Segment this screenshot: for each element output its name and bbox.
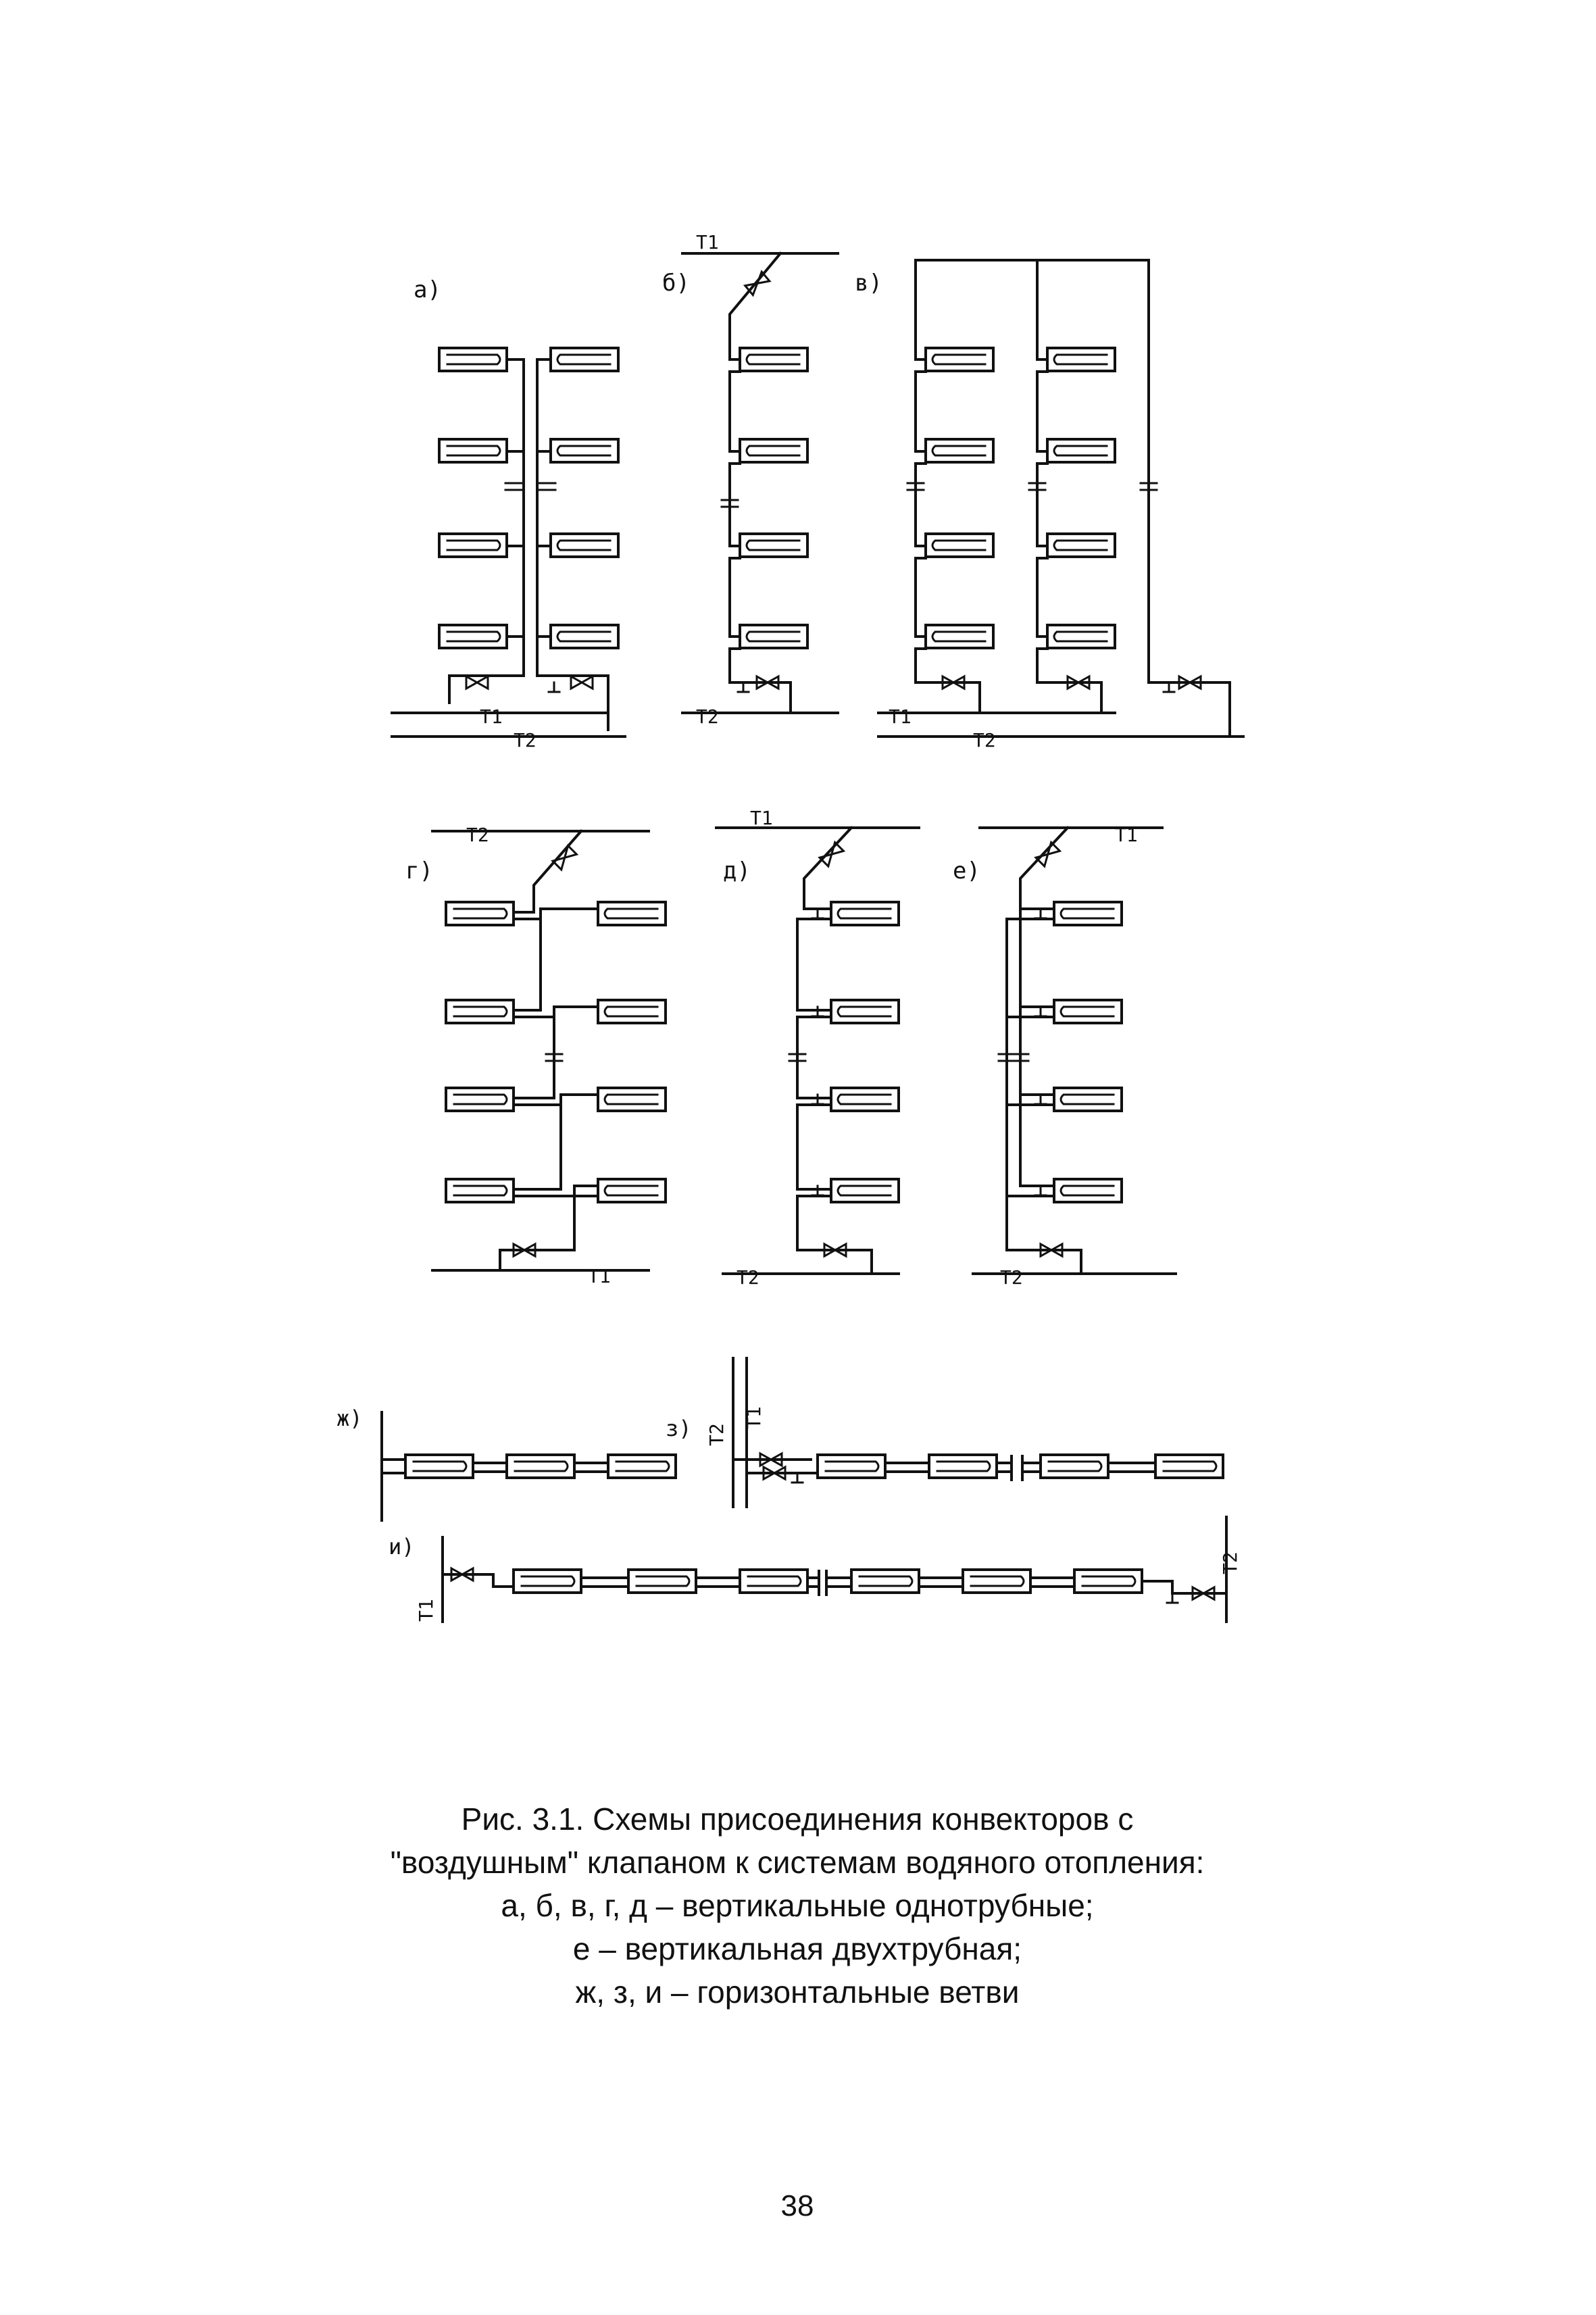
caption-line: "воздушным" клапаном к системам водяного… [390,1845,1205,1880]
convector [1053,1087,1123,1112]
panel-label-d: д) [723,857,751,885]
panel-label-b: б) [662,270,690,297]
page-number: 38 [780,2189,814,2222]
panel-g-diagram [431,829,667,1272]
convector [1046,624,1116,649]
convector [924,438,995,464]
caption-line: Рис. 3.1. Схемы присоединения конвекторо… [461,1801,1134,1837]
convector [597,1087,667,1112]
panel-z-diagram [732,1357,1224,1508]
convector [924,347,995,372]
pipe-label-t1: T1 [1115,824,1138,846]
pipe-label-t1: T1 [750,807,773,829]
convector [607,1453,677,1479]
convector [549,532,620,558]
pipe-label-t2: T2 [466,824,489,846]
convector [445,901,515,926]
convector [739,347,809,372]
convector [505,1453,576,1479]
pipe-label-t2: T2 [705,1423,728,1446]
convector [816,1453,887,1479]
convector [962,1568,1032,1594]
convector [924,532,995,558]
convector [597,901,667,926]
convector [1073,1568,1143,1594]
convector [549,438,620,464]
convector [438,347,508,372]
convector [597,999,667,1024]
convector [1053,1178,1123,1203]
convector [739,1568,809,1594]
convector [830,999,900,1024]
panel-i-diagram [441,1516,1228,1623]
convector [739,438,809,464]
convector [830,1087,900,1112]
convector [739,624,809,649]
convector [549,624,620,649]
caption-line: ж, з, и – горизонтальные ветви [575,1974,1020,2010]
panel-zh-diagram [380,1411,677,1522]
panel-label-z: з) [666,1416,692,1441]
panel-label-g: г) [405,857,433,885]
pipe-label-t1: T1 [415,1599,437,1622]
convector [830,1178,900,1203]
convector [512,1568,582,1594]
convector [1053,901,1123,926]
convector [1046,347,1116,372]
convector [1039,1453,1109,1479]
panel-a-diagram [391,347,626,738]
panel-b-diagram [681,251,839,714]
convector [924,624,995,649]
panel-label-a: а) [414,276,441,303]
pipe-label-t1: T1 [588,1265,611,1287]
panel-v-diagram [877,259,1245,738]
convector [404,1453,474,1479]
convector [1046,532,1116,558]
figure-caption: Рис. 3.1. Схемы присоединения конвекторо… [284,1797,1311,2014]
convector [438,624,508,649]
pipe-label-t2: T2 [1000,1266,1023,1289]
panel-d-diagram [715,826,920,1275]
convector [438,532,508,558]
convector [850,1568,920,1594]
convector [438,438,508,464]
pipe-label-t1: T1 [743,1406,765,1429]
convector [830,901,900,926]
pipe-label-t2: T2 [514,729,537,751]
convector [445,999,515,1024]
convector [1154,1453,1224,1479]
convector [445,1087,515,1112]
pipe-label-t2: T2 [737,1266,759,1289]
convector [1053,999,1123,1024]
convector [445,1178,515,1203]
convector [549,347,620,372]
convector [928,1453,998,1479]
caption-line: е – вертикальная двухтрубная; [572,1931,1022,1966]
panel-label-v: в) [855,270,882,297]
pipe-label-t2: T2 [973,729,996,751]
pipe-label-t1: T1 [696,231,719,253]
pipe-label-t2: T2 [1219,1551,1241,1574]
convector [597,1178,667,1203]
pipe-label-t1: T1 [889,705,912,728]
panel-label-zh: ж) [336,1405,363,1431]
convector [627,1568,697,1594]
pipe-label-t1: T1 [480,705,503,728]
caption-line: а, б, в, г, д – вертикальные однотрубные… [501,1888,1094,1923]
panel-label-e: е) [953,857,980,885]
panel-label-i: и) [389,1534,415,1560]
convector [1046,438,1116,464]
panel-e-diagram [972,826,1177,1275]
convector [739,532,809,558]
pipe-label-t2: T2 [696,705,719,728]
